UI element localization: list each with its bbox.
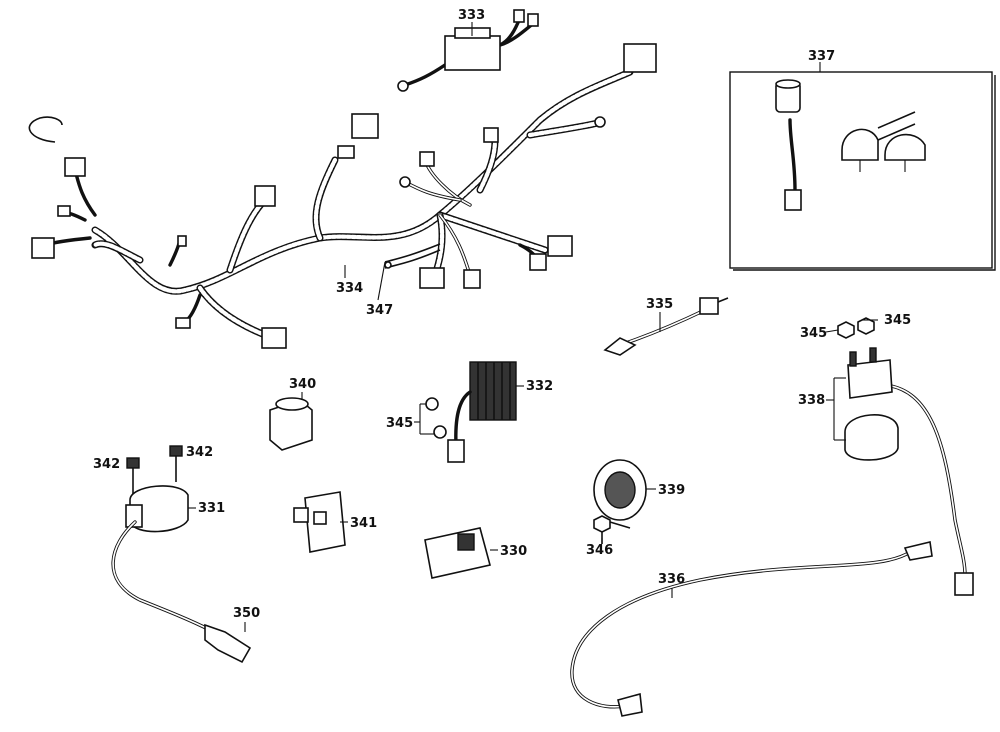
voltage-regulator-332 — [425, 361, 517, 463]
relay-341 — [293, 491, 346, 553]
label-333: 333 — [458, 8, 485, 23]
horn-339 — [593, 459, 647, 544]
ignition-coil-331 — [111, 445, 252, 664]
label-337: 337 — [808, 49, 835, 64]
label-345-relay-right: 345 — [884, 313, 911, 328]
relay-333 — [397, 9, 539, 92]
label-338: 338 — [798, 393, 825, 408]
ignition-switch-kit-337 — [729, 71, 996, 271]
cdi-unit-330 — [424, 527, 491, 579]
ground-wire-347 — [384, 243, 441, 269]
label-335: 335 — [646, 297, 673, 312]
flasher-relay-340 — [269, 397, 313, 451]
label-331: 331 — [198, 501, 225, 516]
label-339: 339 — [658, 483, 685, 498]
label-340: 340 — [289, 377, 316, 392]
leader-lines — [188, 22, 878, 632]
label-330: 330 — [500, 544, 527, 559]
label-334: 334 — [336, 281, 363, 296]
label-346: 346 — [586, 543, 613, 558]
label-342-right: 342 — [186, 445, 213, 460]
sensor-wire-335 — [603, 297, 729, 356]
starter-relay-338 — [837, 317, 974, 596]
label-345-regulator: 345 — [386, 416, 413, 431]
label-336: 336 — [658, 572, 685, 587]
label-350: 350 — [233, 606, 260, 621]
label-332: 332 — [526, 379, 553, 394]
battery-cable-336 — [570, 541, 933, 717]
label-341: 341 — [350, 516, 377, 531]
label-342-left: 342 — [93, 457, 120, 472]
main-wiring-harness-334 — [28, 43, 657, 349]
label-345-relay-left: 345 — [800, 326, 827, 341]
label-347: 347 — [366, 303, 393, 318]
